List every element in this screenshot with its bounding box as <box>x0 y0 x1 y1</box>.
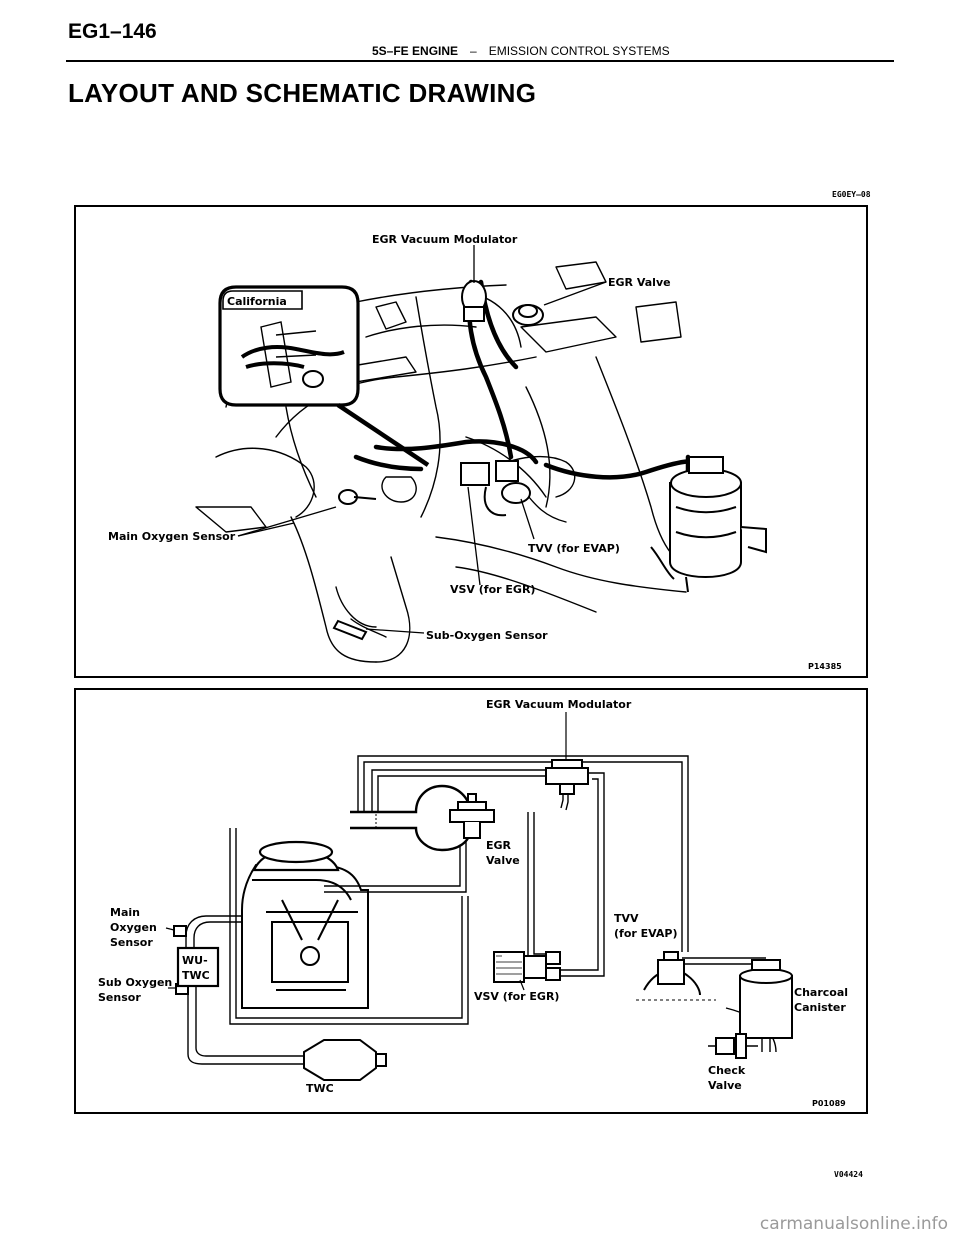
egr-vacuum-modulator-label: EGR Vacuum Modulator <box>372 233 518 246</box>
twc-symbol <box>303 1039 387 1081</box>
schematic-leaders <box>165 712 567 991</box>
canister-symbol <box>739 959 793 1039</box>
engine-cylinder <box>241 864 369 1009</box>
schematic-canister-label: Canister <box>794 1001 846 1014</box>
subsection-name: EMISSION CONTROL SYSTEMS <box>488 44 670 58</box>
schematic-figure: EGR Vacuum Modulator EGR Valve Main Oxyg… <box>74 688 868 1114</box>
egr-valve-part <box>512 304 544 326</box>
reference-code: EG0EY–08 <box>832 190 871 199</box>
sub-oxygen-sensor-label: Sub-Oxygen Sensor <box>426 629 548 642</box>
header-separator: – <box>470 44 477 58</box>
layout-drawing: California EGR Vacuum Modulator EGR Valv… <box>108 233 842 671</box>
schematic-for-evap-label: (for EVAP) <box>614 927 678 940</box>
schematic-tvv-label: TVV <box>614 912 639 925</box>
egr-valve-symbol <box>449 793 495 839</box>
schematic-egr-label: EGR <box>486 839 512 852</box>
schematic-main-label: Main <box>110 906 140 919</box>
layout-figure-id: P14385 <box>808 662 842 671</box>
charcoal-canister-part <box>650 456 767 593</box>
sub-oxygen-sensor-part <box>332 619 368 641</box>
schematic-egr-modulator-label: EGR Vacuum Modulator <box>486 698 632 711</box>
california-inset: California <box>218 285 360 407</box>
egr-valve-label: EGR Valve <box>608 276 671 289</box>
bottom-reference-code: V04424 <box>834 1170 863 1179</box>
page-title: LAYOUT AND SCHEMATIC DRAWING <box>68 78 537 108</box>
watermark: carmanualsonline.info <box>759 1214 948 1234</box>
schematic-valve-label: Valve <box>486 854 520 867</box>
inset-pointer <box>336 403 430 467</box>
schematic-drawing: EGR Vacuum Modulator EGR Valve Main Oxyg… <box>98 698 848 1108</box>
leader-lines <box>237 245 607 634</box>
twc-inner-label: TWC <box>182 969 210 982</box>
exhaust-manifold <box>185 915 242 948</box>
schematic-check-label: Check <box>708 1064 746 1077</box>
schematic-twc-label: TWC <box>306 1082 334 1095</box>
main-oxygen-sensor-label: Main Oxygen Sensor <box>108 530 236 543</box>
vsv-label: VSV (for EGR) <box>450 583 535 596</box>
air-cleaner <box>252 840 340 872</box>
schematic-charcoal-label: Charcoal <box>794 986 848 999</box>
page-number: EG1–146 <box>68 20 157 43</box>
wu-twc-box <box>176 946 220 988</box>
egr-vacuum-modulator-part <box>461 280 487 322</box>
schematic-sub-oxygen-label: Sub Oxygen <box>98 976 172 989</box>
header-rule <box>66 60 894 62</box>
schematic-figure-id: P01089 <box>812 1099 846 1108</box>
vsv-tvv-parts <box>460 460 531 517</box>
schematic-vsv-label: VSV (for EGR) <box>474 990 559 1003</box>
california-label: California <box>227 295 287 308</box>
vsv-symbol <box>493 951 561 983</box>
main-oxygen-sensor-part <box>338 489 377 505</box>
wu-label: WU- <box>182 954 208 967</box>
running-header: 5S–FE ENGINE–EMISSION CONTROL SYSTEMS <box>372 44 670 58</box>
schematic-sub-sensor-label: Sensor <box>98 991 141 1004</box>
egr-modulator-symbol <box>545 759 589 795</box>
schematic-sensor-label: Sensor <box>110 936 153 949</box>
tvv-label: TVV (for EVAP) <box>528 542 620 555</box>
schematic-oxygen-label: Oxygen <box>110 921 157 934</box>
section-name: 5S–FE ENGINE <box>372 44 459 58</box>
check-valve-symbol <box>715 1033 747 1059</box>
tvv-symbol <box>643 951 701 996</box>
schematic-valve2-label: Valve <box>708 1079 742 1092</box>
layout-figure: California EGR Vacuum Modulator EGR Valv… <box>74 205 868 678</box>
vsv-hatching <box>496 955 522 975</box>
